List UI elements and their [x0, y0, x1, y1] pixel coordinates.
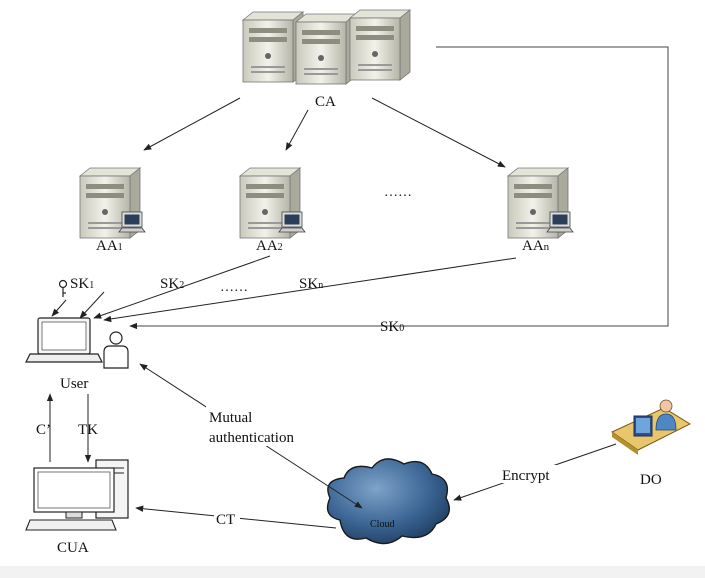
- arrow-ca-to-aa1: [143, 97, 241, 151]
- aa1-server: [79, 167, 146, 239]
- sk2-label: SK2: [160, 276, 184, 292]
- server-icon: [239, 167, 301, 239]
- do-label: DO: [640, 472, 662, 488]
- aa1-label: AA1: [96, 238, 123, 254]
- cloud-icon: [326, 458, 450, 545]
- workstation-icon: [278, 211, 306, 233]
- user-label: User: [60, 376, 88, 392]
- server-icon: [79, 167, 141, 239]
- arrow-aa1-to-user-sk1: [79, 291, 105, 319]
- sk1-label: SK1: [70, 276, 94, 292]
- c-prime-label: C’: [36, 422, 51, 438]
- arrow-ca-to-aan: [371, 97, 506, 168]
- ca-label: CA: [315, 94, 336, 110]
- aa2-label: AA2: [256, 238, 283, 254]
- workstation-icon: [546, 211, 574, 233]
- person-icon: [103, 331, 129, 369]
- mutual-label-line2: authentication: [209, 430, 294, 446]
- arrow-ca-to-aa2: [285, 109, 309, 151]
- arrow-aan-to-user-skn: [103, 257, 517, 323]
- key-icon: [58, 279, 68, 297]
- aan-server: [507, 167, 574, 239]
- tk-label: TK: [78, 422, 98, 438]
- server-icon: [242, 11, 304, 83]
- arrow-aa1-to-user: [51, 299, 67, 317]
- bottom-strip: [0, 566, 705, 578]
- arrow-aa2-to-user-sk2: [93, 255, 271, 319]
- skn-label: SKn: [299, 276, 323, 292]
- system-architecture-diagram: CA AA1 AA2 AAn …… SK1 SK2 …… SKn SK0: [25, 9, 692, 556]
- arrow-ca-to-user-sk0: [129, 46, 669, 330]
- cua-computer-icon: [25, 459, 129, 531]
- sk-ellipsis: ……: [220, 280, 248, 295]
- server-icon: [295, 13, 357, 85]
- server-icon: [507, 167, 569, 239]
- workstation-icon: [118, 211, 146, 233]
- aa-ellipsis: ……: [384, 185, 412, 200]
- aan-label: AAn: [522, 238, 550, 254]
- data-owner-icon: [610, 399, 692, 455]
- sk0-label: SK0: [380, 319, 404, 335]
- aa2-server: [239, 167, 306, 239]
- cua-label: CUA: [57, 540, 89, 556]
- server-icon: [349, 9, 411, 81]
- user-laptop-icon: [25, 317, 103, 363]
- cloud-label: Cloud: [370, 519, 394, 530]
- ca-server-cluster: [242, 9, 411, 85]
- encrypt-label: Encrypt: [502, 468, 550, 484]
- ct-label: CT: [216, 512, 235, 528]
- mutual-label-line1: Mutual: [209, 410, 252, 426]
